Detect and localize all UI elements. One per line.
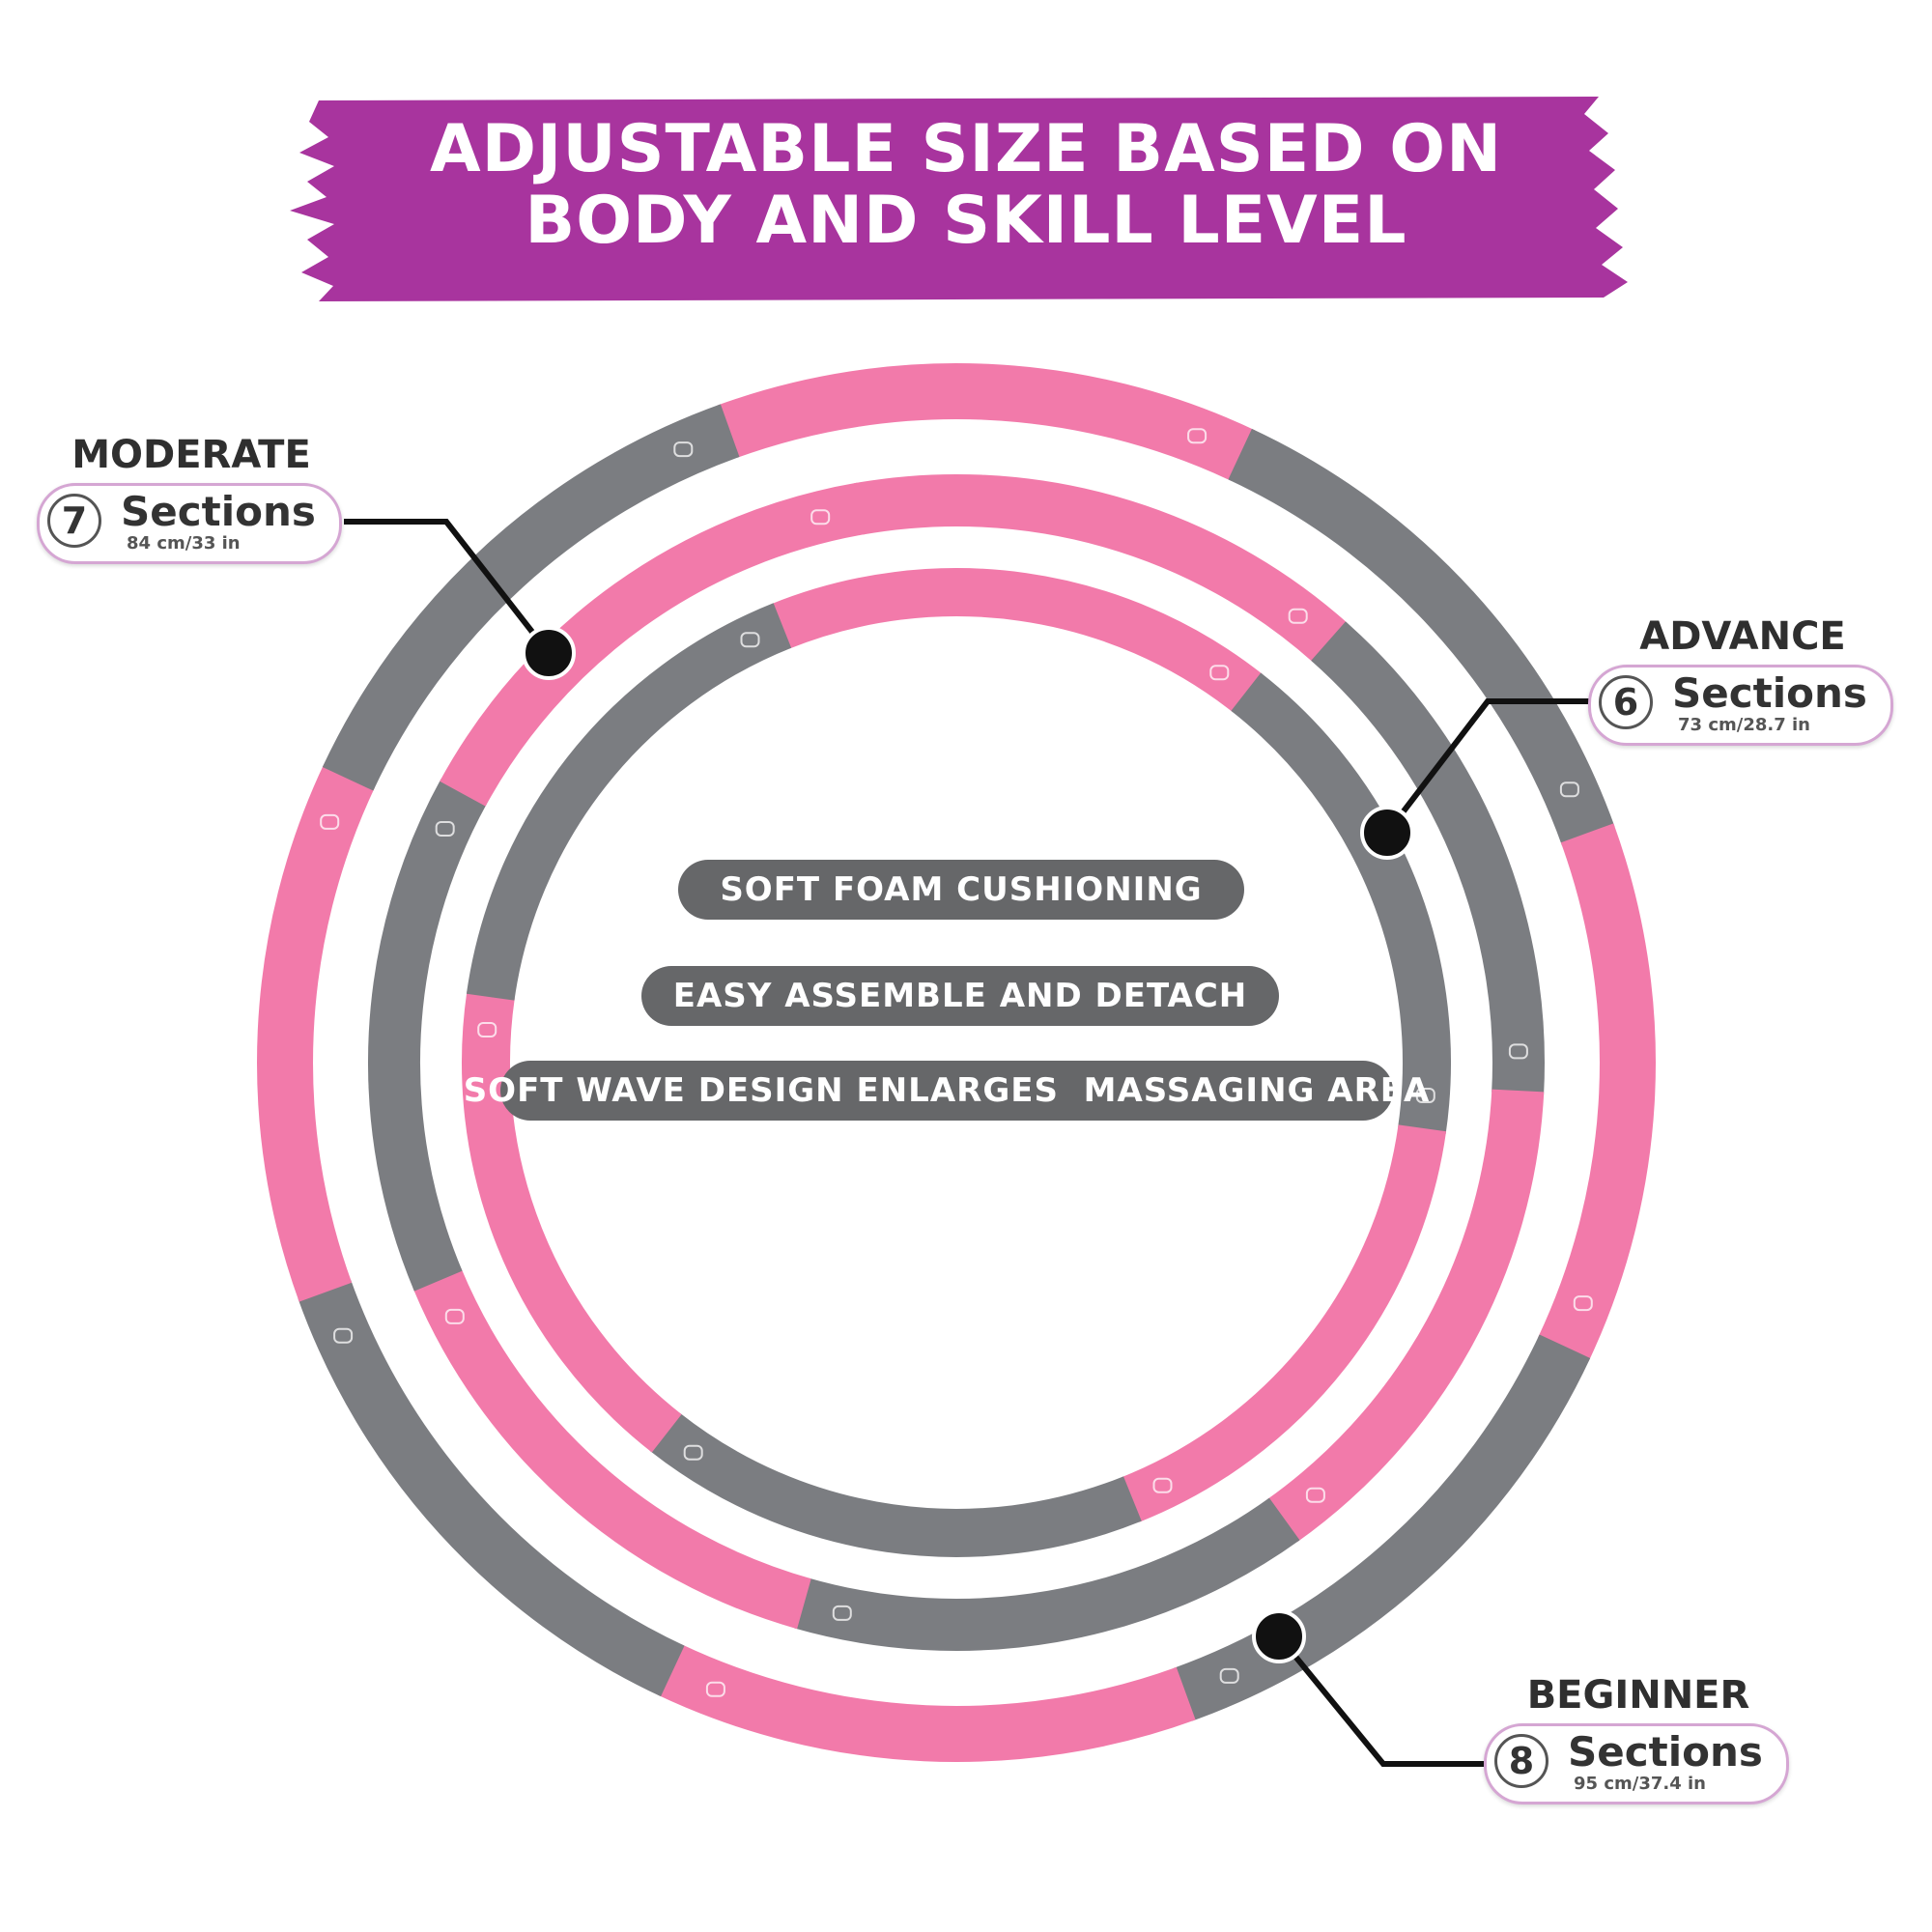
callout-advance: ADVANCE 6 Sections 73 cm/28.7 in — [1588, 614, 1897, 773]
hoop-beginner-connector-button — [1559, 781, 1579, 798]
banner-title-line-1: ADJUSTABLE SIZE BASED ON — [429, 111, 1502, 187]
sections-count: 8 — [1494, 1734, 1548, 1788]
hoop-moderate-segment — [1266, 1089, 1545, 1543]
hoop-advance-connector-button — [477, 1022, 497, 1037]
hoop-advance-segment — [649, 1412, 1142, 1557]
hoop-beginner-segment — [1173, 1334, 1591, 1721]
hoop-moderate-segment — [367, 778, 487, 1292]
marker-dot-moderate — [522, 626, 576, 680]
feature-pill-soft-foam: SOFT FOAM CUSHIONING — [678, 860, 1244, 920]
callout-beginner: BEGINNER 8 Sections 95 cm/37.4 in — [1484, 1673, 1793, 1832]
hoops-group — [257, 363, 1656, 1762]
hoop-moderate-connector-button — [1288, 608, 1308, 624]
hoop-moderate-segment — [854, 473, 1349, 663]
hoop-moderate-segment — [412, 1267, 811, 1630]
hoop-size: 84 cm/33 in — [127, 533, 241, 554]
leader-line-moderate — [344, 519, 552, 655]
feature-pill-easy-assemble: EASY ASSEMBLE AND DETACH — [641, 966, 1279, 1026]
hoop-advance-segment — [1121, 1124, 1447, 1522]
sections-word: Sections — [1672, 669, 1867, 717]
hoop-moderate — [367, 473, 1545, 1651]
hoop-size: 95 cm/37.4 in — [1574, 1774, 1706, 1794]
banner-brush-stroke — [290, 97, 1628, 301]
hoop-moderate-connector-button — [1305, 1487, 1325, 1503]
level-label: BEGINNER — [1526, 1673, 1750, 1718]
sections-badge: 7 Sections 84 cm/33 in — [37, 483, 342, 564]
sections-word: Sections — [1568, 1728, 1763, 1776]
hoop-beginner-segment — [322, 404, 740, 791]
hoop-beginner-connector-button — [333, 1327, 354, 1344]
marker-dot-beginner — [1252, 1609, 1306, 1663]
hoop-moderate-connector-button — [832, 1605, 852, 1621]
hoop-moderate-connector-button — [435, 821, 455, 837]
hoop-advance — [462, 568, 1451, 1557]
hoop-beginner-connector-button — [673, 441, 694, 458]
hoop-advance-connector-button — [740, 632, 760, 648]
hoop-advance-connector-button — [1152, 1477, 1173, 1493]
hoop-advance-segment — [466, 603, 792, 1001]
hoop-beginner-connector-button — [1219, 1667, 1239, 1684]
level-label: ADVANCE — [1639, 614, 1846, 659]
hoop-beginner-segment — [1538, 823, 1656, 1362]
marker-dot-advance — [1360, 806, 1414, 860]
sections-badge: 8 Sections 95 cm/37.4 in — [1484, 1723, 1789, 1804]
hoop-beginner-segment — [1228, 428, 1615, 846]
leader-line-beginner — [1276, 1634, 1488, 1767]
callout-moderate: MODERATE 7 Sections 84 cm/33 in — [37, 433, 346, 591]
hoop-beginner-connector-button — [320, 813, 340, 830]
hoop-beginner-segment — [298, 1279, 685, 1697]
hoop-moderate-segment — [1311, 621, 1545, 1095]
hoop-advance-segment — [771, 568, 1264, 713]
hoop-advance-connector-button — [1415, 1088, 1435, 1103]
banner-title: ADJUSTABLE SIZE BASED ON BODY AND SKILL … — [386, 114, 1546, 257]
hoop-moderate-segment — [793, 1497, 1300, 1651]
hoop-advance-connector-button — [1209, 665, 1230, 681]
sections-word: Sections — [121, 488, 316, 535]
hoop-beginner-segment — [657, 1644, 1196, 1762]
hoop-size: 73 cm/28.7 in — [1678, 715, 1810, 735]
hoop-beginner-segment — [257, 763, 375, 1302]
hoop-advance-segment — [1231, 672, 1451, 1134]
hoop-moderate-connector-button — [444, 1308, 465, 1324]
hoop-beginner-connector-button — [705, 1681, 725, 1697]
hoop-beginner-connector-button — [1573, 1295, 1593, 1312]
sections-badge: 6 Sections 73 cm/28.7 in — [1588, 665, 1893, 746]
hoop-beginner — [257, 363, 1656, 1762]
banner-title-line-2: BODY AND SKILL LEVEL — [525, 183, 1407, 259]
sections-count: 7 — [47, 494, 101, 548]
hoop-beginner-connector-button — [1187, 428, 1208, 444]
hoop-moderate-connector-button — [1508, 1043, 1528, 1060]
leader-line-advance — [1384, 698, 1590, 835]
sections-count: 6 — [1599, 675, 1653, 729]
hoop-moderate-connector-button — [810, 509, 831, 526]
hoop-advance-connector-button — [683, 1444, 703, 1461]
hoop-advance-segment — [462, 991, 682, 1453]
level-label: MODERATE — [71, 433, 311, 477]
feature-pill-soft-wave: SOFT WAVE DESIGN ENLARGES MASSAGING AREA — [464, 1061, 1429, 1121]
hoop-beginner-segment — [717, 363, 1256, 481]
hoop-moderate-segment — [440, 482, 867, 807]
